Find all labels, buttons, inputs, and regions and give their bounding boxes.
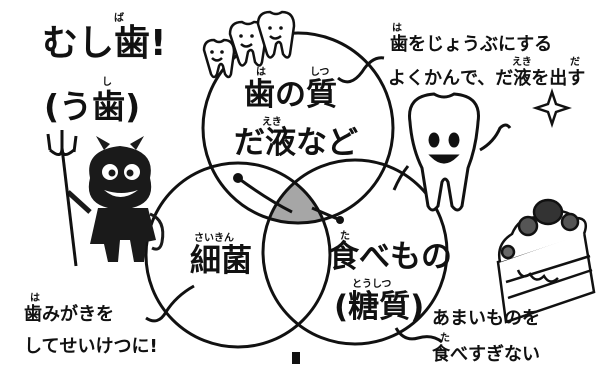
circle-bacteria [144,161,332,349]
note-sweets: あまいものを [432,308,540,329]
right-circle-sugar-label: (糖質) [334,289,425,325]
triple-overlap-region [263,163,330,223]
note-dont-overeat: 食べすぎない [432,344,540,365]
title-cavity: むし歯! [42,23,167,64]
top-circle-ruby-eki: えき [262,117,282,128]
leader-line-bottom-left-note [145,284,195,323]
top-circle-ruby-shitsu: しつ [310,67,330,78]
pointer-dot-top [233,173,243,183]
top-circle-tooth-quality-label: 歯の質 [244,77,337,113]
note-top-ruby-ha: は [392,23,402,34]
right-circle-ruby-toushitsu: とうしつ [352,279,392,290]
happy-tooth-icon [392,88,572,212]
left-circle-bacteria-label: 細菌 [190,243,252,279]
top-circle-ruby-ha: は [256,67,266,78]
title-ruby-shi: し [102,77,112,88]
note-top-ruby-eki: えき [512,57,532,68]
leader-line-bottom-right-note [394,327,443,344]
circle-food [261,158,449,346]
note-brush-teeth: 歯みがきを [24,304,114,325]
right-circle-ruby-ta: た [340,231,350,242]
right-circle-food-label: 食べもの [328,239,452,275]
pointer-dot-right [336,216,344,224]
leader-line-top-note [337,56,385,84]
note-bottom-right-ruby-ta: た [440,333,450,344]
title-dental-caries: (う歯) [44,87,141,126]
top-circle-saliva-label: だ液など [234,125,358,161]
title-ruby-ba: ば [114,13,124,24]
tooth-family-icon [202,10,296,79]
cavity-devil-icon [46,130,165,267]
note-bottom-left-ruby-ha: は [30,293,40,304]
left-circle-ruby-saikin: さいきん [194,233,234,244]
cake-icon [496,198,596,324]
circle-tooth-quality [201,31,395,225]
pointer-line-top [237,176,293,214]
note-keep-clean: してせいけつに! [24,336,158,357]
note-chew-well: よくかんで、だ液を出す [388,68,586,89]
note-top-ruby-da: だ [570,57,580,68]
note-strong-teeth: 歯をじょうぶにする [390,34,553,55]
bottom-marker [292,352,300,364]
